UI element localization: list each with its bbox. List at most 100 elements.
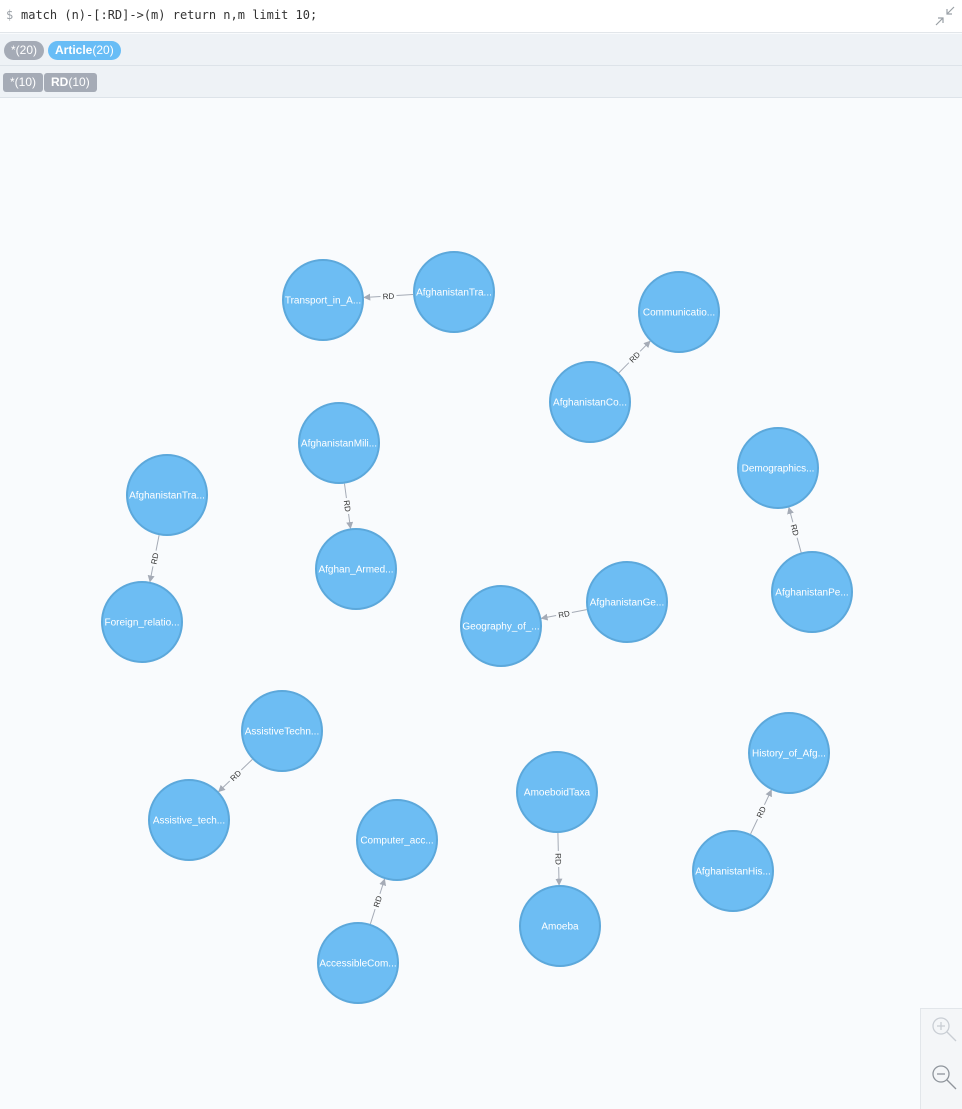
relationship-line[interactable] xyxy=(240,758,253,771)
node-circle[interactable] xyxy=(282,259,364,341)
relationship-types-bar: *(10) RD(10) xyxy=(0,66,962,98)
node-caption: Assistive_tech... xyxy=(153,816,225,827)
zoom-out-icon[interactable] xyxy=(930,1063,958,1091)
node-circle[interactable] xyxy=(771,551,853,633)
node-caption: AssistiveTechn... xyxy=(245,727,319,738)
graph-node-article[interactable]: AfghanistanGe... xyxy=(586,561,668,643)
zoom-controls xyxy=(920,1008,962,1109)
relationship-line[interactable] xyxy=(571,609,587,613)
rel-type-rd-pill[interactable]: RD(10) xyxy=(44,73,97,92)
node-circle[interactable] xyxy=(519,885,601,967)
graph-node-article[interactable]: History_of_Afg... xyxy=(748,712,830,794)
node-caption: Transport_in_A... xyxy=(285,296,361,307)
relationship-rd[interactable]: RD xyxy=(342,483,354,530)
relationship-arrow[interactable] xyxy=(540,613,557,621)
relationship-line[interactable] xyxy=(396,294,414,297)
node-circle[interactable] xyxy=(317,922,399,1004)
graph-node-article[interactable]: AfghanistanTra... xyxy=(126,454,208,536)
relationship-rd[interactable]: RD xyxy=(363,292,414,302)
graph-node-article[interactable]: AfghanistanTra... xyxy=(413,251,495,333)
relationship-arrow[interactable] xyxy=(379,878,387,895)
graph-node-article[interactable]: Geography_of_... xyxy=(460,585,542,667)
relationship-type-label: RD xyxy=(342,500,352,513)
relationship-type-label: RD xyxy=(789,523,801,537)
graph-node-article[interactable]: AccessibleCom... xyxy=(317,922,399,1004)
node-caption: AfghanistanGe... xyxy=(590,598,665,609)
node-circle[interactable] xyxy=(638,271,720,353)
relationship-type-label: RD xyxy=(558,609,571,620)
graph-node-article[interactable]: Afghan_Armed... xyxy=(315,528,397,610)
node-circle[interactable] xyxy=(356,799,438,881)
graph-node-article[interactable]: AfghanistanHis... xyxy=(692,830,774,912)
relationship-type-label: RD xyxy=(553,853,562,865)
relationship-type-label: RD xyxy=(229,768,244,783)
relationship-arrow[interactable] xyxy=(363,293,381,301)
node-label-all-pill[interactable]: *(20) xyxy=(4,41,45,60)
relationship-line[interactable] xyxy=(796,537,802,553)
relationship-line[interactable] xyxy=(343,483,347,499)
rel-type-all-pill[interactable]: *(10) xyxy=(3,73,44,92)
node-circle[interactable] xyxy=(586,561,668,643)
graph-node-article[interactable]: Communicatio... xyxy=(638,271,720,353)
graph-node-article[interactable]: Amoeba xyxy=(519,885,601,967)
graph-node-article[interactable]: Transport_in_A... xyxy=(282,259,364,341)
graph-node-article[interactable]: Demographics... xyxy=(737,427,819,509)
relationship-rd[interactable]: RD xyxy=(553,832,563,886)
relationship-rd[interactable]: RD xyxy=(540,609,587,621)
graph-node-article[interactable]: AfghanistanPe... xyxy=(771,551,853,633)
relationship-line[interactable] xyxy=(750,819,759,835)
node-circle[interactable] xyxy=(516,751,598,833)
graph-node-article[interactable]: Foreign_relatio... xyxy=(101,581,183,663)
relationship-line[interactable] xyxy=(155,535,160,551)
relationship-arrow[interactable] xyxy=(639,340,651,352)
graph-node-article[interactable]: AmoeboidTaxa xyxy=(516,751,598,833)
node-circle[interactable] xyxy=(241,690,323,772)
relationship-line[interactable] xyxy=(618,362,630,374)
node-circle[interactable] xyxy=(126,454,208,536)
node-circle[interactable] xyxy=(101,581,183,663)
node-caption: Amoeba xyxy=(541,922,579,933)
graph-node-article[interactable]: Computer_acc... xyxy=(356,799,438,881)
relationship-arrow[interactable] xyxy=(763,789,772,805)
graph-node-article[interactable]: AfghanistanCo... xyxy=(549,361,631,443)
node-caption: History_of_Afg... xyxy=(752,749,826,760)
relationship-rd[interactable]: RD xyxy=(787,506,802,553)
node-caption: AfghanistanTra... xyxy=(416,288,492,299)
relationship-line[interactable] xyxy=(369,908,376,925)
node-circle[interactable] xyxy=(298,402,380,484)
node-label-article-pill[interactable]: Article(20) xyxy=(48,41,121,60)
node-circle[interactable] xyxy=(413,251,495,333)
relationship-type-label: RD xyxy=(755,805,768,819)
node-caption: Foreign_relatio... xyxy=(104,618,179,629)
relationship-arrow[interactable] xyxy=(787,506,794,523)
node-caption: Geography_of_... xyxy=(462,622,539,633)
relationship-rd[interactable]: RD xyxy=(147,535,161,583)
relationship-arrow[interactable] xyxy=(218,780,231,793)
relationship-rd[interactable]: RD xyxy=(369,878,387,925)
graph-node-article[interactable]: AssistiveTechn... xyxy=(241,690,323,772)
graph-canvas[interactable]: RD RD RD RD RD RD RD RD RD RD Transport_in_A... Af… xyxy=(0,98,962,1109)
node-circle[interactable] xyxy=(148,779,230,861)
collapse-icon[interactable] xyxy=(934,5,956,27)
graph-node-article[interactable]: AfghanistanMili... xyxy=(298,402,380,484)
node-caption: Computer_acc... xyxy=(360,836,433,847)
node-circle[interactable] xyxy=(460,585,542,667)
node-circle[interactable] xyxy=(737,427,819,509)
relationship-rd[interactable]: RD xyxy=(218,758,253,793)
relationship-type-label: RD xyxy=(149,552,160,565)
relationship-arrow[interactable] xyxy=(147,566,155,583)
relationship-arrow[interactable] xyxy=(346,513,354,530)
relationship-type-label: RD xyxy=(372,895,384,909)
node-circle[interactable] xyxy=(748,712,830,794)
zoom-in-icon[interactable] xyxy=(930,1015,958,1043)
node-caption: Communicatio... xyxy=(643,308,715,319)
graph-node-article[interactable]: Assistive_tech... xyxy=(148,779,230,861)
node-circle[interactable] xyxy=(692,830,774,912)
node-circle[interactable] xyxy=(315,528,397,610)
relationship-rd[interactable]: RD xyxy=(750,789,772,835)
relationship-rd[interactable]: RD xyxy=(618,340,651,374)
node-caption: Demographics... xyxy=(742,464,815,475)
relationship-type-label: RD xyxy=(628,350,643,365)
node-circle[interactable] xyxy=(549,361,631,443)
query-text[interactable]: match (n)-[:RD]->(m) return n,m limit 10… xyxy=(21,8,318,22)
